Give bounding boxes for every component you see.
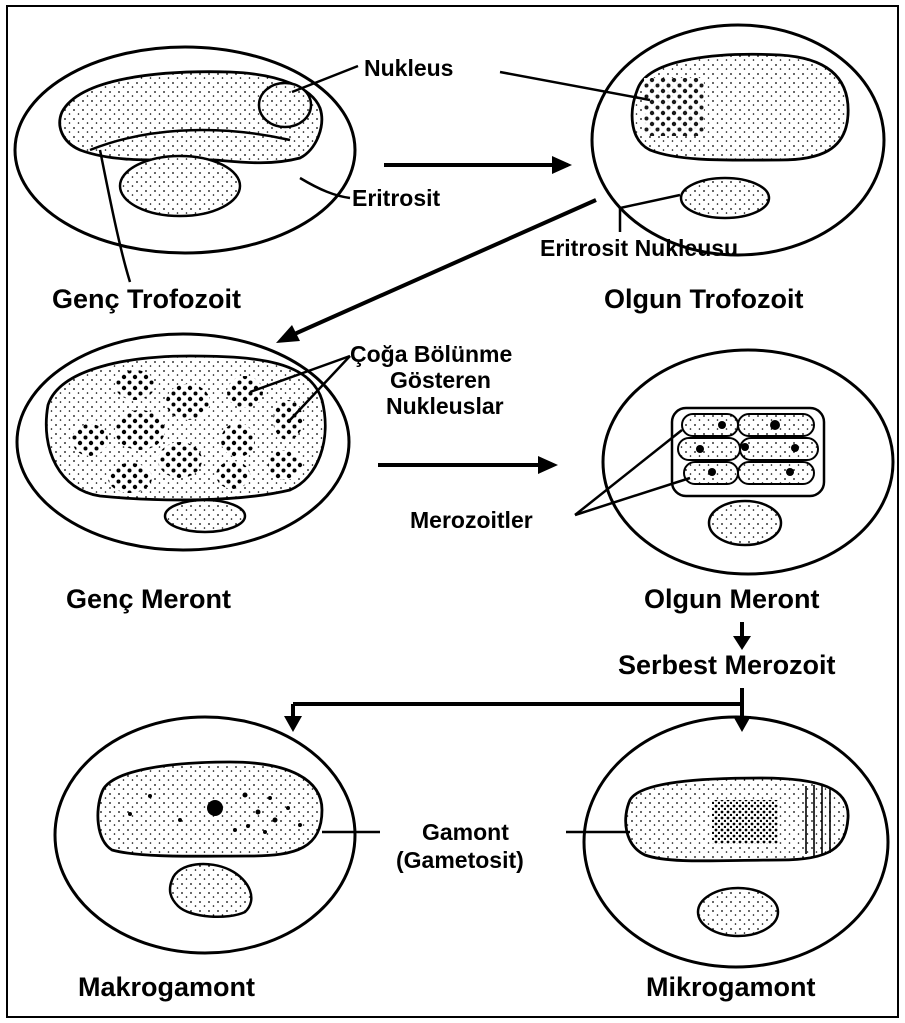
label-gametocyte: (Gametosit) (396, 847, 524, 873)
label-gamont: Gamont (422, 819, 509, 845)
label-dividing-nuclei-2: Gösteren (390, 367, 491, 393)
microgamont-cell (584, 717, 888, 967)
label-young-meront: Genç Meront (66, 584, 231, 614)
young-trophozoite-cell (15, 47, 355, 253)
macrogamont-nucleus (207, 800, 223, 816)
label-mature-meront: Olgun Meront (644, 584, 819, 614)
label-macrogamont: Makrogamont (78, 972, 255, 1002)
mature-meront-cell (603, 350, 893, 574)
label-mature-trophozoite: Olgun Trofozoit (604, 284, 803, 314)
label-nucleus: Nukleus (364, 55, 453, 81)
label-free-merozoite: Serbest Merozoit (618, 650, 836, 680)
mature-trophozoite-cell (592, 25, 884, 255)
macrogamont-cell (55, 717, 355, 953)
label-young-trophozoite: Genç Trofozoit (52, 284, 241, 314)
young-trophozoite-host-nucleus (120, 156, 240, 216)
microgamont-nuclei (712, 800, 778, 844)
mature-trophozoite-host-nucleus (681, 178, 769, 218)
mature-meront-host-nucleus (709, 501, 781, 545)
young-meront-host-nucleus (165, 500, 245, 532)
label-dividing-nuclei-1: Çoğa Bölünme (350, 341, 512, 367)
arrow-trophozoite-to-meront (290, 200, 596, 336)
microgamont-host-nucleus (698, 888, 778, 936)
label-erythrocyte: Eritrosit (352, 185, 441, 211)
mature-trophozoite-nucleus (644, 78, 704, 136)
label-dividing-nuclei-3: Nukleuslar (386, 393, 504, 419)
young-meront-cell (17, 334, 349, 550)
young-trophozoite-nucleus (259, 83, 311, 127)
label-merozoites: Merozoitler (410, 507, 533, 533)
label-microgamont: Mikrogamont (646, 972, 816, 1002)
label-erythrocyte-nucleus: Eritrosit Nukleusu (540, 235, 738, 261)
